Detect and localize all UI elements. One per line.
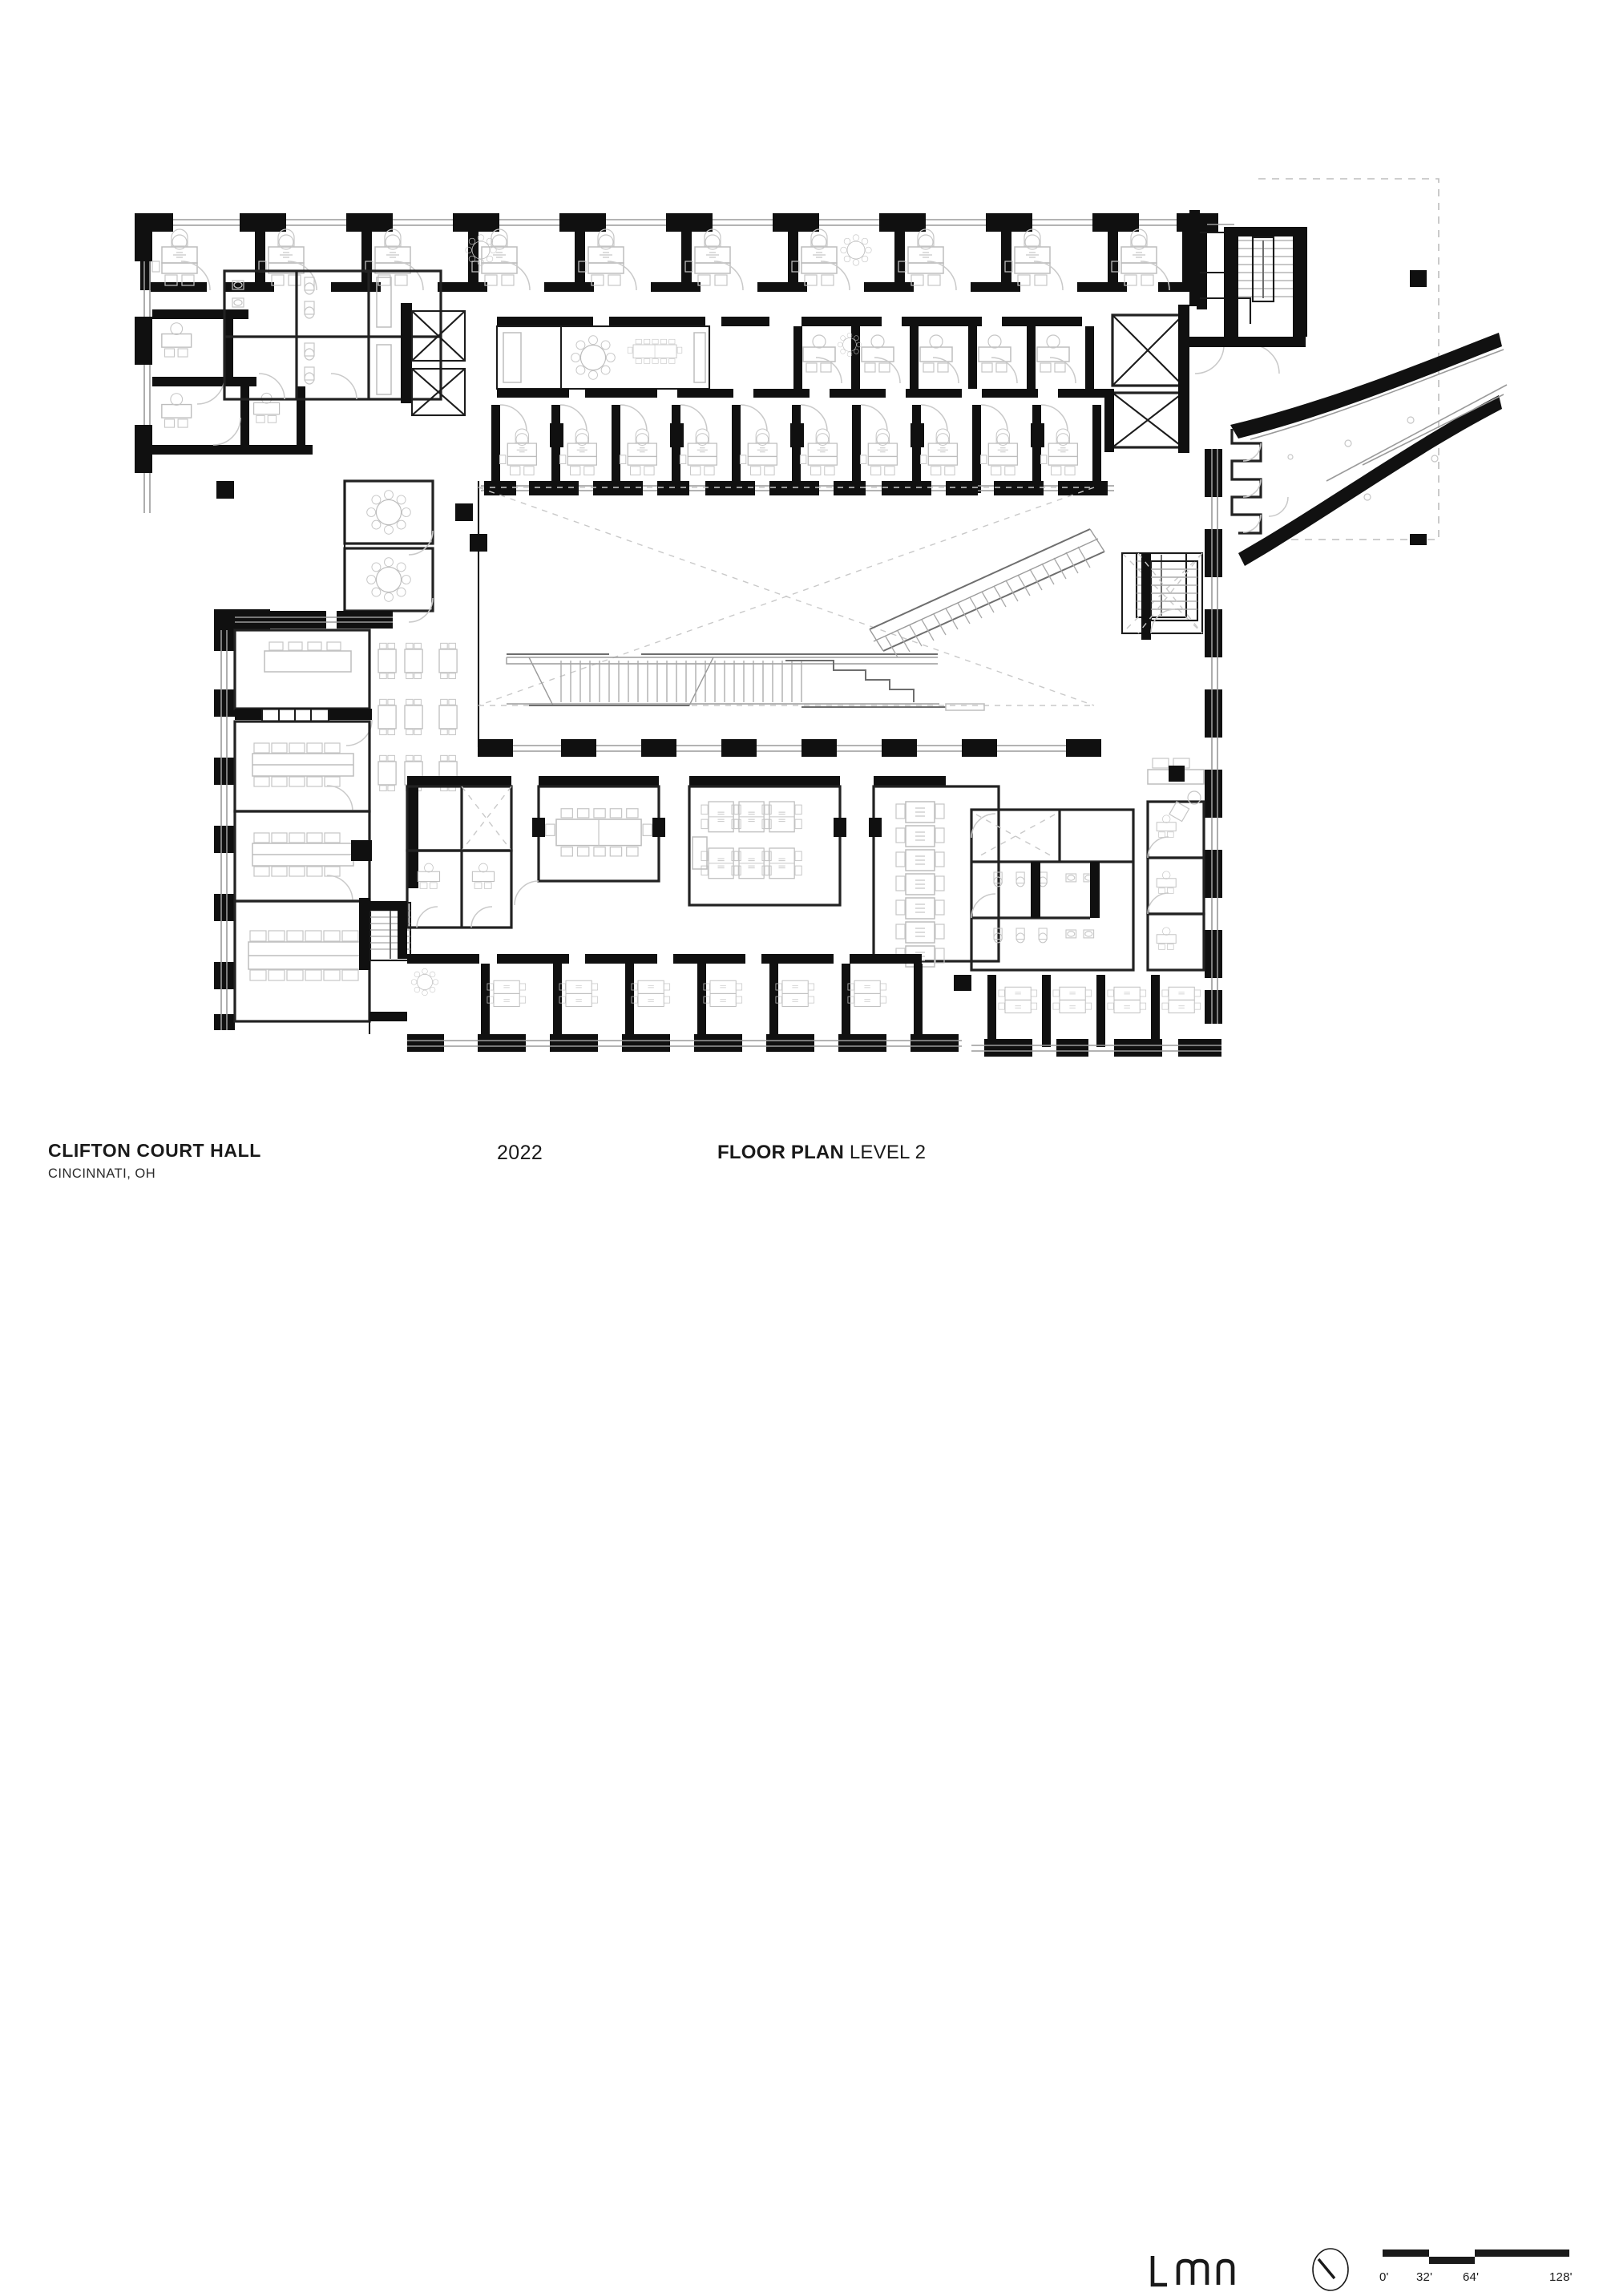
scale-tick-64: 64' <box>1463 2270 1480 2284</box>
north-collab-zone <box>495 325 711 390</box>
lmn-logo <box>1150 2256 1235 2287</box>
west-classroom-3 <box>233 899 371 1023</box>
west-classroom-2 <box>233 810 371 903</box>
east-lower-stair <box>1141 553 1199 640</box>
elevator-bank <box>1104 305 1189 453</box>
south-computer-lab <box>688 785 846 907</box>
west-classroom-1 <box>233 720 371 813</box>
atrium-south-wall-piers <box>478 739 1101 757</box>
nw-restroom-block <box>223 269 442 401</box>
south-teaching-wing <box>368 758 1221 1057</box>
atrium-diagonal-stair <box>869 528 1105 658</box>
east-core <box>1104 210 1508 1024</box>
north-office-wing <box>135 213 1252 324</box>
north-wall-piers <box>135 213 1218 232</box>
north-office-rooms <box>151 228 1170 291</box>
sawtooth-entry-wall <box>1230 429 1294 535</box>
sheet-title-light: LEVEL 2 <box>844 1142 927 1163</box>
project-year: 2022 <box>497 1142 543 1164</box>
graphic-scale-bar: 0' 32' 64' 128' <box>1379 2250 1573 2296</box>
floor-plan-drawing: .w { fill:#101010; } /* poche wall fill … <box>0 0 1603 1090</box>
atrium-north-office-row <box>481 404 1114 495</box>
south-restroom-core <box>970 808 1135 972</box>
west-exterior-wall-north <box>135 213 152 513</box>
monumental-stair <box>506 653 985 711</box>
scale-segment-64-128 <box>1475 2250 1569 2257</box>
project-location: CINCINNATI, OH <box>48 1166 156 1182</box>
scale-tick-128: 128' <box>1549 2270 1573 2284</box>
north-arrow-icon <box>1312 2248 1349 2291</box>
south-exterior-wall <box>407 1034 1221 1057</box>
south-conference-room <box>514 785 665 906</box>
scale-segment-32-64 <box>1429 2257 1475 2264</box>
east-exterior-wall <box>1205 449 1222 1024</box>
nw-collab-rooms <box>343 479 434 623</box>
title-block: CLIFTON COURT HALL CINCINNATI, OH 2022 F… <box>0 1090 1603 2291</box>
west-classroom-wing <box>214 609 458 1030</box>
north-inner-offices <box>793 326 1094 389</box>
north-inner-office-row <box>495 317 1114 398</box>
scale-segment-0-32 <box>1383 2250 1429 2257</box>
se-office-block <box>1146 758 1205 972</box>
project-identification: CLIFTON COURT HALL CINCINNATI, OH <box>48 1140 261 1182</box>
west-seminar-room <box>233 611 393 710</box>
west-exterior-wall-south <box>214 609 270 1030</box>
south-wing-north-wall <box>407 776 946 888</box>
northwest-support-core <box>135 213 466 623</box>
scale-tick-32: 32' <box>1416 2270 1433 2284</box>
central-atrium <box>470 481 1204 757</box>
floor-plan-svg: .w { fill:#101010; } /* poche wall fill … <box>135 178 1508 1057</box>
atrium-north-glass-wall <box>481 481 1114 495</box>
scale-tick-0: 0' <box>1379 2270 1389 2284</box>
free-standing-columns <box>216 481 1185 859</box>
project-name: CLIFTON COURT HALL <box>48 1140 261 1161</box>
west-kitchenette <box>235 707 373 746</box>
south-shared-office-row <box>407 954 1221 1057</box>
sheet-title: FLOOR PLAN LEVEL 2 <box>717 1142 926 1164</box>
south-tiered-classroom <box>869 785 1000 968</box>
skybridge <box>1230 333 1508 566</box>
ne-exit-stair <box>1189 227 1307 374</box>
south-office-cluster <box>406 785 513 929</box>
sheet-title-bold: FLOOR PLAN <box>717 1142 844 1163</box>
nw-stair <box>401 303 466 417</box>
west-open-study <box>351 642 458 861</box>
